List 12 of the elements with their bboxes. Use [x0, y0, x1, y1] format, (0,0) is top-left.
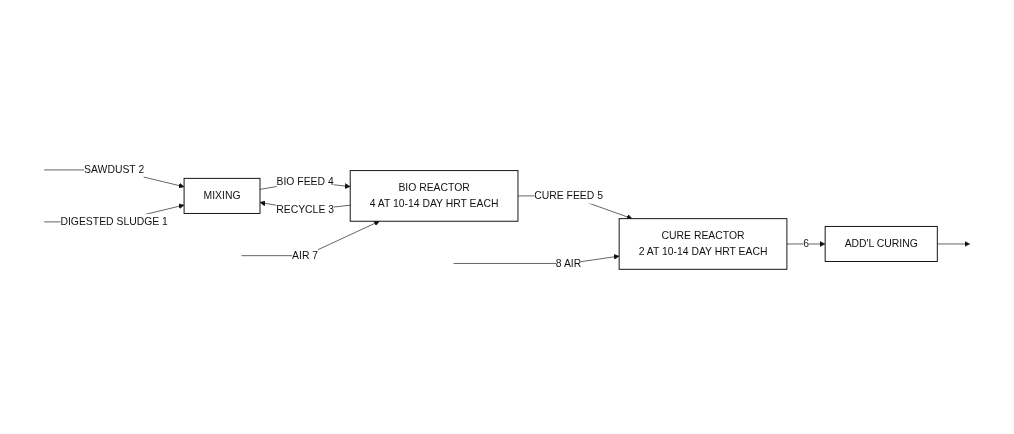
edge-label: BIO FEED 4 — [276, 176, 334, 188]
edge-label: RECYCLE 3 — [276, 204, 334, 216]
edge-label: SAWDUST 2 — [84, 164, 145, 176]
node-box: ADD'L CURING — [824, 226, 938, 263]
edge-label: AIR 7 — [292, 250, 319, 262]
edge-label: 8 AIR — [555, 257, 582, 269]
edge-label: 6 — [803, 238, 809, 250]
node-box: BIO REACTOR 4 AT 10-14 DAY HRT EACH — [349, 170, 519, 223]
node-box: MIXING — [183, 178, 261, 215]
edge-label: CURE FEED 5 — [534, 190, 603, 202]
node-box: CURE REACTOR 2 AT 10-14 DAY HRT EACH — [618, 218, 788, 271]
edge-label: DIGESTED SLUDGE 1 — [60, 216, 168, 228]
